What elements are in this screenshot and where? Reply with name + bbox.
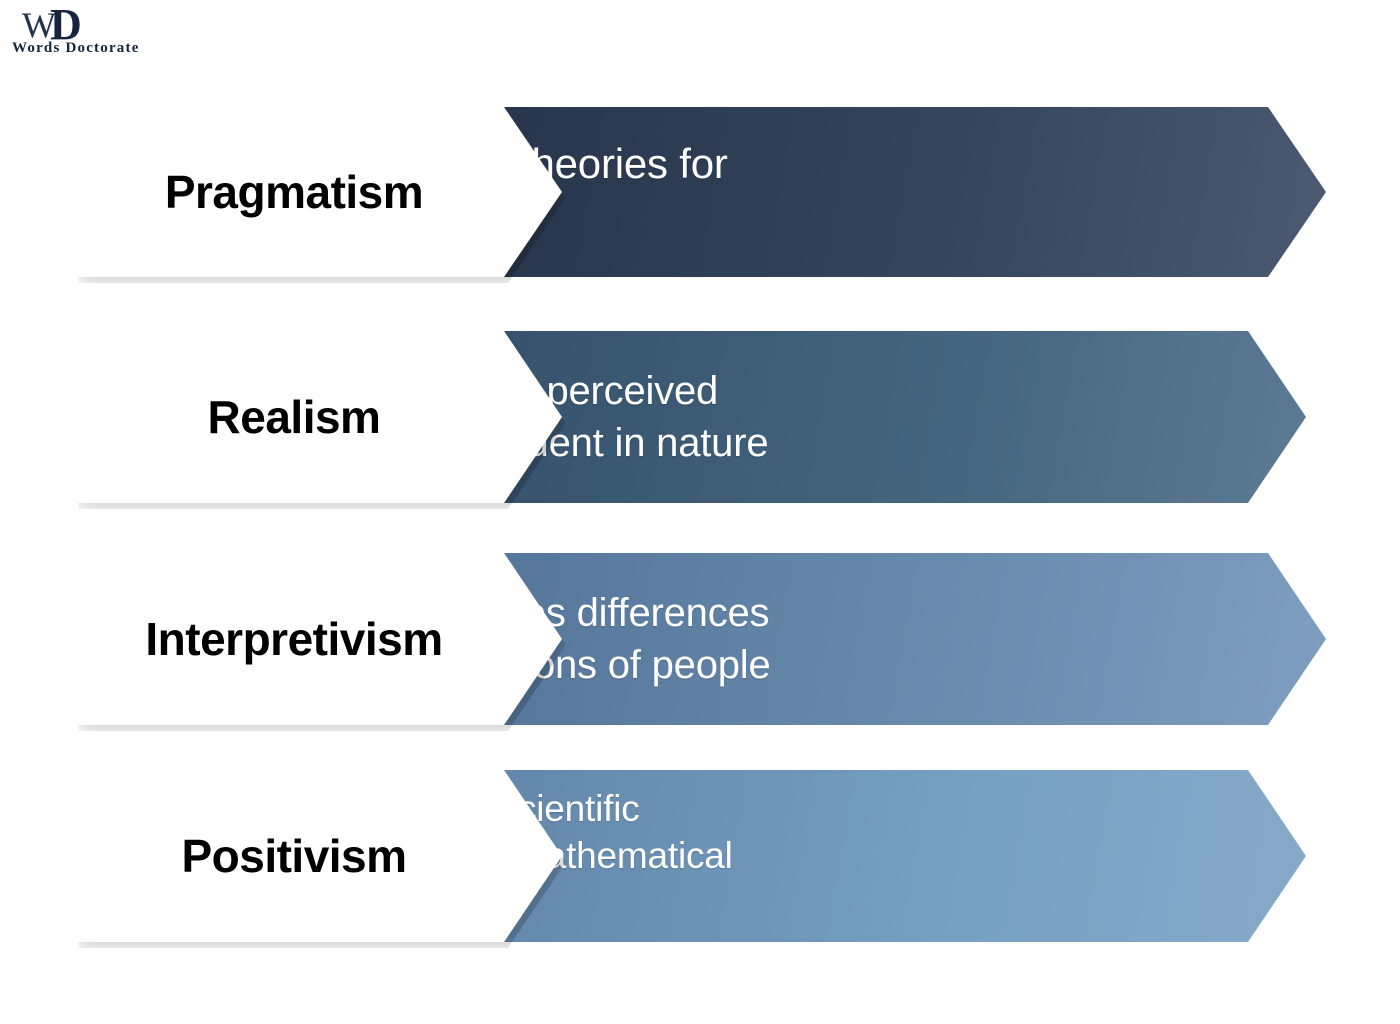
- brand-logo: W D Words Doctorate: [12, 6, 192, 62]
- label-box: Realism: [74, 331, 562, 503]
- chevron-label: Realism: [207, 391, 381, 443]
- brand-wordmark: Words Doctorate: [12, 40, 140, 56]
- label-box: Interpretivism: [74, 553, 562, 725]
- chevron-label: Interpretivism: [145, 613, 443, 665]
- chevron-label: Pragmatism: [164, 166, 424, 218]
- chevron-label: Positivism: [181, 830, 407, 882]
- label-box: Pragmatism: [74, 107, 562, 277]
- wd-monogram-icon: W D: [20, 6, 110, 44]
- svg-text:D: D: [50, 6, 82, 44]
- label-box: Positivism: [74, 770, 562, 942]
- svg-text:W: W: [22, 6, 56, 44]
